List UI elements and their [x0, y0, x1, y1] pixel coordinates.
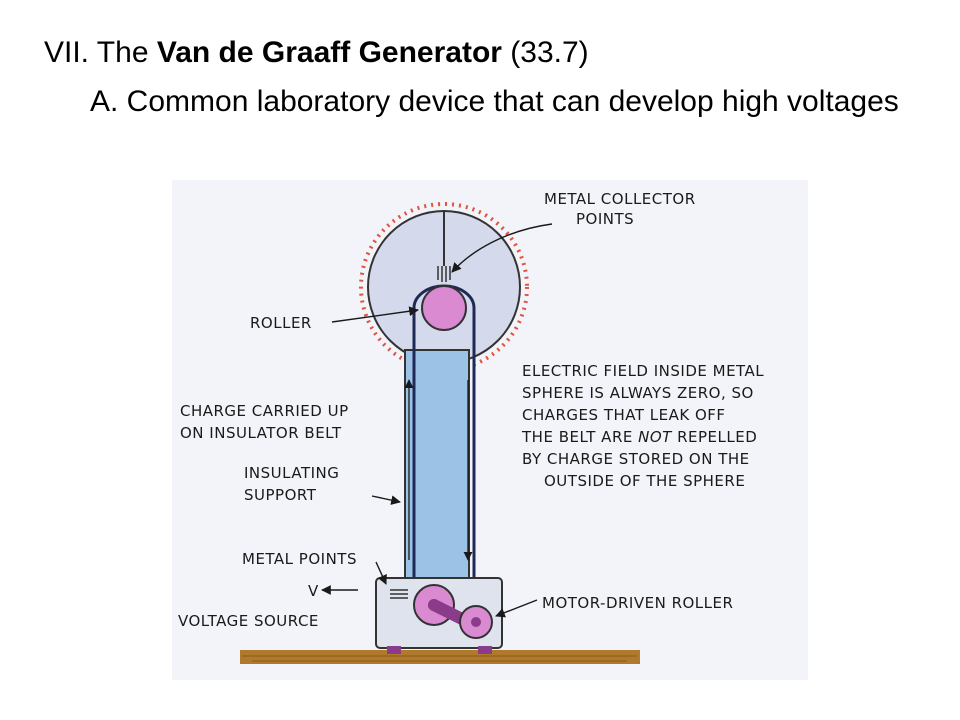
label-insulating-2: SUPPORT [244, 486, 317, 504]
label-v: V [308, 582, 319, 600]
label-collector-2: POINTS [576, 210, 634, 228]
collector-points [437, 266, 451, 282]
label-field-6: OUTSIDE OF THE SPHERE [544, 472, 745, 490]
insulating-column [404, 349, 470, 583]
arrow-insulating [371, 495, 401, 505]
label-field-5: BY CHARGE STORED ON THE [522, 450, 750, 468]
motor-roller-hub [471, 617, 481, 627]
label-field-4a: THE BELT ARE [521, 428, 638, 446]
label-charge-1: CHARGE CARRIED UP [180, 402, 349, 420]
label-insulating-1: INSULATING [244, 464, 339, 482]
arrow-collector [451, 223, 553, 273]
arrow-metal-points [375, 561, 387, 585]
point-a: A. Common laboratory device that can dev… [90, 85, 899, 118]
label-field-4: THE BELT ARE NOT REPELLED [521, 428, 757, 446]
van-de-graaff-diagram: METAL COLLECTOR POINTS ROLLER ELECTRIC F… [172, 180, 808, 680]
label-roller: ROLLER [250, 314, 312, 332]
label-field-2: SPHERE IS ALWAYS ZERO, SO [522, 384, 754, 402]
ground-texture [242, 655, 637, 662]
label-metal-points: METAL POINTS [242, 550, 357, 568]
label-field-1: ELECTRIC FIELD INSIDE METAL [522, 362, 764, 380]
label-field-4-not: NOT [638, 428, 673, 446]
top-roller [421, 285, 467, 331]
ground [240, 650, 640, 664]
heading-title: Van de Graaff Generator [156, 36, 502, 69]
label-collector-1: METAL COLLECTOR [544, 190, 696, 208]
charge-dots [359, 202, 529, 372]
base-foot-left [387, 646, 401, 654]
insulator-belt [412, 308, 476, 600]
label-field-3: CHARGES THAT LEAK OFF [522, 406, 726, 424]
arrow-roller [331, 306, 419, 323]
diagram-svg: METAL COLLECTOR POINTS ROLLER ELECTRIC F… [172, 180, 808, 680]
slide-heading: VII. The Van de Graaff Generator (33.7) [44, 34, 589, 71]
label-charge-2: ON INSULATOR BELT [180, 424, 342, 442]
bottom-metal-points [390, 589, 408, 599]
label-motor-roller: MOTOR-DRIVEN ROLLER [542, 594, 733, 612]
label-voltage-source: VOLTAGE SOURCE [178, 612, 319, 630]
heading-numeral: VII. The [44, 36, 157, 69]
arrow-motor-roller [495, 599, 538, 618]
label-field-4b: REPELLED [672, 428, 757, 446]
heading-section-ref: (33.7) [501, 36, 589, 69]
base-foot-right [478, 646, 492, 654]
